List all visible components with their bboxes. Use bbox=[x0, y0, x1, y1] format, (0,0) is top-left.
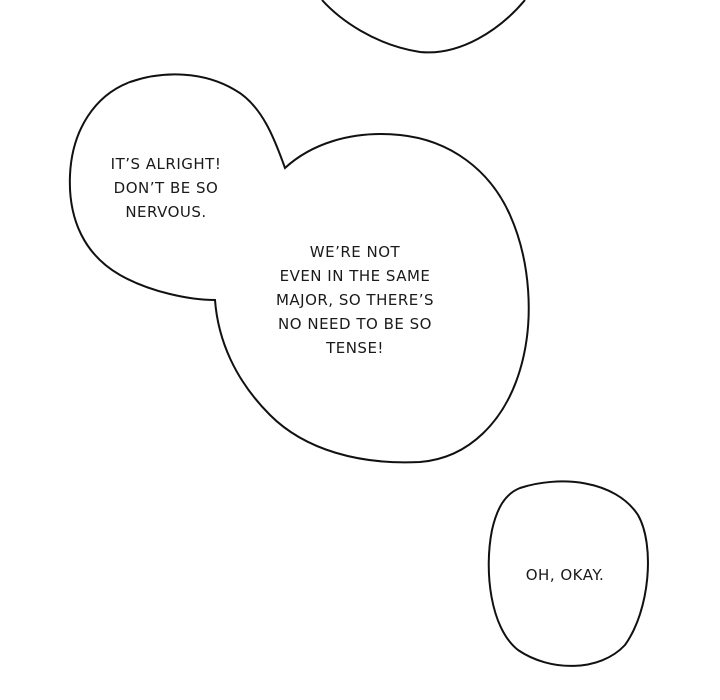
left-center-speech-bubble bbox=[68, 73, 530, 464]
top-speech-bubble bbox=[321, 0, 526, 54]
bottom-right-bubble-text: OH, OKAY. bbox=[525, 566, 605, 584]
center-bubble-text: WE’RE NOT EVEN IN THE SAME MAJOR, SO THE… bbox=[275, 243, 435, 357]
bottom-right-speech-bubble bbox=[487, 480, 649, 667]
left-bubble-text: IT’S ALRIGHT! DON’T BE SO NERVOUS. bbox=[110, 155, 222, 221]
